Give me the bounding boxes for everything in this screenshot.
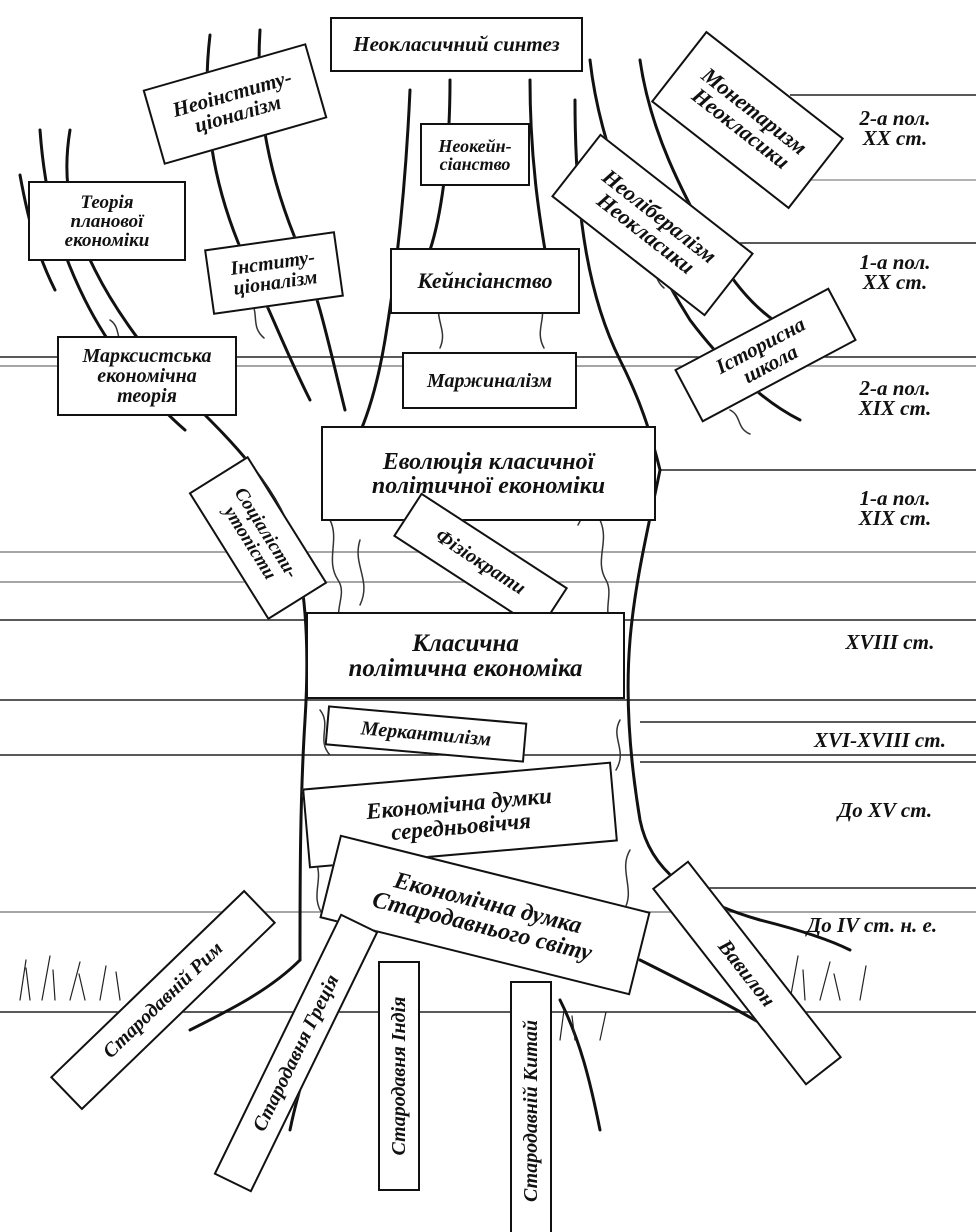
school-neoclassical-synthesis: Неокласичний синтез [330,17,583,72]
era-label-before-4: До IV ст. н. е. [772,915,972,935]
school-neokeynesianism: Неокейн- сіанство [420,123,530,186]
school-ancient-india: Стародавня Індія [378,961,420,1191]
era-label-before-15: До XV ст. [805,800,965,820]
school-ancient-china: Стародавній Китай [510,981,552,1232]
school-planned-economy: Теорія планової економіки [28,181,186,261]
school-keynesianism: Кейнсіанство [390,248,580,314]
school-marginalism: Маржиналізм [402,352,577,409]
school-evolution-classical: Еволюція класичної політичної економіки [321,426,656,521]
era-label-18: XVIII ст. [815,632,965,652]
era-label-late-20: 2-а пол. ХХ ст. [840,108,950,148]
school-classical-political-economy: Класична політична економіка [306,612,625,699]
era-label-late-19: 2-а пол. XIX ст. [840,378,950,418]
era-label-early-20: 1-а пол. ХХ ст. [840,252,950,292]
era-label-early-19: 1-а пол. XIX ст. [840,488,950,528]
era-label-16-18: XVI-XVIII ст. [790,730,970,750]
school-marxist: Марксистська економічна теорія [57,336,237,416]
